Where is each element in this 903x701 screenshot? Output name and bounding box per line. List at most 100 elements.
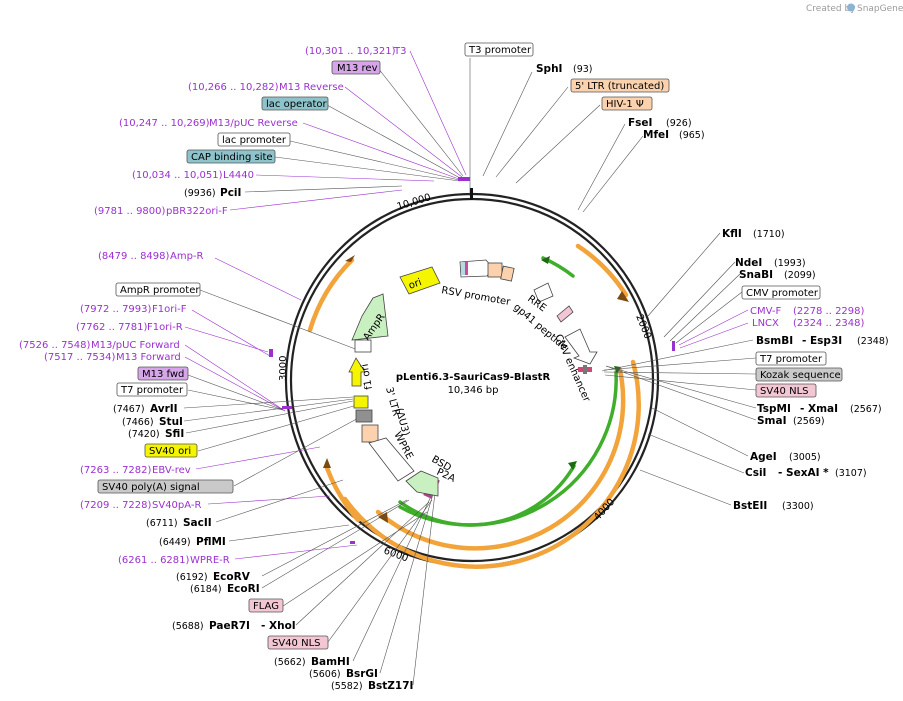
ecorv-pos: (6192) [176, 572, 208, 583]
ltr5-box [570, 78, 670, 93]
tspmi-name: TspMI [757, 403, 791, 415]
agei-name: AgeI [750, 451, 777, 463]
pbr-pos: (9781 .. 9800) [94, 206, 166, 217]
ebv-pos: (7263 .. 7282) [80, 465, 152, 476]
sv40-nls-right-box [755, 383, 817, 398]
m13-rev-label: M13 rev [337, 63, 378, 74]
lncx-name: LNCX [752, 318, 779, 329]
bamhi-pos: (5662) [274, 657, 306, 668]
bamhi-name: BamHI [311, 656, 350, 668]
kfli-pos: (1710) [753, 229, 785, 240]
lac-promoter-label: lac promoter [222, 135, 287, 146]
cap-binding-label: CAP binding site [191, 152, 273, 163]
sv40-nls-left-box [267, 635, 329, 650]
xhoi-name: - XhoI [261, 620, 296, 632]
pcii-name: PciI [220, 187, 241, 199]
m13pucf-pos: (7526 .. 7548) [19, 340, 91, 351]
flag-box [248, 598, 284, 613]
plasmid-name: pLenti6.3-SauriCas9-BlastR [396, 372, 551, 383]
t7-promoter-left-label: T7 promoter [120, 385, 184, 396]
flag-label: FLAG [253, 601, 279, 612]
ampr-primer-pos: (8479 .. 8498) [98, 251, 170, 262]
avrii-name: AvrII [150, 403, 178, 415]
rsv-promoter-label: RSV promoter [440, 285, 511, 308]
f1orif-pos: (7972 .. 7993) [80, 304, 152, 315]
tspmi-pos: (2567) [850, 404, 882, 415]
mfei-pos: (965) [679, 130, 705, 141]
bsteii-name: BstEII [733, 500, 767, 512]
sv40-nls-left-label: SV40 NLS [272, 638, 321, 649]
lac-operator-label: lac operator [266, 99, 327, 110]
inner-features [348, 259, 598, 497]
t7-promoter-left-box [116, 382, 188, 397]
esp3i-name: - Esp3I [802, 335, 842, 347]
ndei-name: NdeI [735, 257, 762, 269]
sphi-name: SphI [536, 63, 562, 75]
cmvf-pos: (2278 .. 2298) [793, 306, 865, 317]
fsei-pos: (926) [666, 118, 692, 129]
pbr-name: pBR322ori-F [166, 206, 228, 217]
ebv-name: EBV-rev [152, 465, 191, 476]
bstz17i-pos: (5582) [331, 681, 363, 692]
t3-promoter-label: T3 promoter [468, 45, 532, 56]
pflmi-name: PflMI [196, 536, 226, 548]
wpre-r-name: WPRE-R [190, 555, 230, 566]
sv40-ori-box [144, 443, 198, 458]
l4440-pos: (10,034 .. 10,051) [132, 170, 223, 181]
bsmbi-pos: (2348) [857, 336, 889, 347]
ndei-pos: (1993) [774, 258, 806, 269]
csii-pos: (3107) [835, 468, 867, 479]
t7-promoter-right-label: T7 promoter [759, 354, 823, 365]
f1orif-name: F1ori-F [152, 304, 187, 315]
ltr5-label: 5' LTR (truncated) [575, 81, 664, 92]
f1orir-pos: (7762 .. 7781) [76, 322, 148, 333]
kozak-box [755, 367, 843, 382]
wpre-r-pos: (6261 .. 6281) [118, 555, 190, 566]
ampr-promoter-box [115, 282, 201, 297]
m13pucf-name: M13/pUC Forward [91, 340, 180, 351]
ampr-promoter-label: AmpR promoter [120, 285, 200, 296]
agei-pos: (3005) [789, 452, 821, 463]
smai-pos: (2569) [793, 416, 825, 427]
m13-fwd-label: M13 fwd [142, 369, 184, 380]
bsrgi-name: BsrGI [346, 668, 378, 680]
l4440-name: L4440 [223, 170, 254, 181]
pcii-pos: (9936) [184, 188, 216, 199]
mfei-name: MfeI [643, 129, 669, 141]
csii-name: CsiI [745, 467, 766, 479]
cmv-promoter-label: CMV promoter [746, 288, 819, 299]
m13-reverse-pos: (10,266 .. 10,282) [188, 82, 279, 93]
tick-label-10000: 10,000 [396, 192, 433, 213]
m13f-name: M13 Forward [116, 352, 181, 363]
kozak-label: Kozak sequence [760, 370, 841, 381]
xmai-name: - XmaI [800, 403, 838, 415]
m13-rev-box [331, 60, 381, 75]
sphi-pos: (93) [573, 64, 593, 75]
sfii-pos: (7420) [128, 429, 160, 440]
t3-pos: (10,301 .. 10,321) [305, 46, 396, 57]
m13f-pos: (7517 .. 7534) [44, 352, 116, 363]
top-labels: (10,301 .. 10,321) T3 M13 rev (10,266 ..… [94, 42, 705, 217]
sacii-name: SacII [183, 517, 212, 529]
ecori-pos: (6184) [190, 584, 222, 595]
sv40-nls-right-label: SV40 NLS [760, 386, 809, 397]
arc-arrowheads [323, 255, 629, 523]
sv40-ori-label: SV40 ori [149, 446, 191, 457]
feature-arcs [307, 243, 641, 569]
m13-reverse-name: M13 Reverse [279, 82, 344, 93]
snabi-pos: (2099) [784, 270, 816, 281]
bsrgi-pos: (5606) [309, 669, 341, 680]
m13puc-name: M13/pUC Reverse [209, 118, 298, 129]
snapgene-logo-icon [847, 3, 855, 12]
t7-promoter-right-box [755, 351, 827, 366]
hiv-box [601, 96, 653, 111]
left-labels: (8479 .. 8498) Amp-R AmpR promoter (7972… [19, 251, 413, 692]
smai-name: SmaI [757, 415, 787, 427]
ecorv-name: EcoRV [213, 571, 251, 583]
cmvf-name: CMV-F [750, 306, 781, 317]
sv40-polya-box [97, 479, 234, 494]
bstz17i-name: BstZ17I [368, 680, 413, 692]
bsteii-pos: (3300) [782, 501, 814, 512]
snabi-name: SnaBI [739, 269, 773, 281]
